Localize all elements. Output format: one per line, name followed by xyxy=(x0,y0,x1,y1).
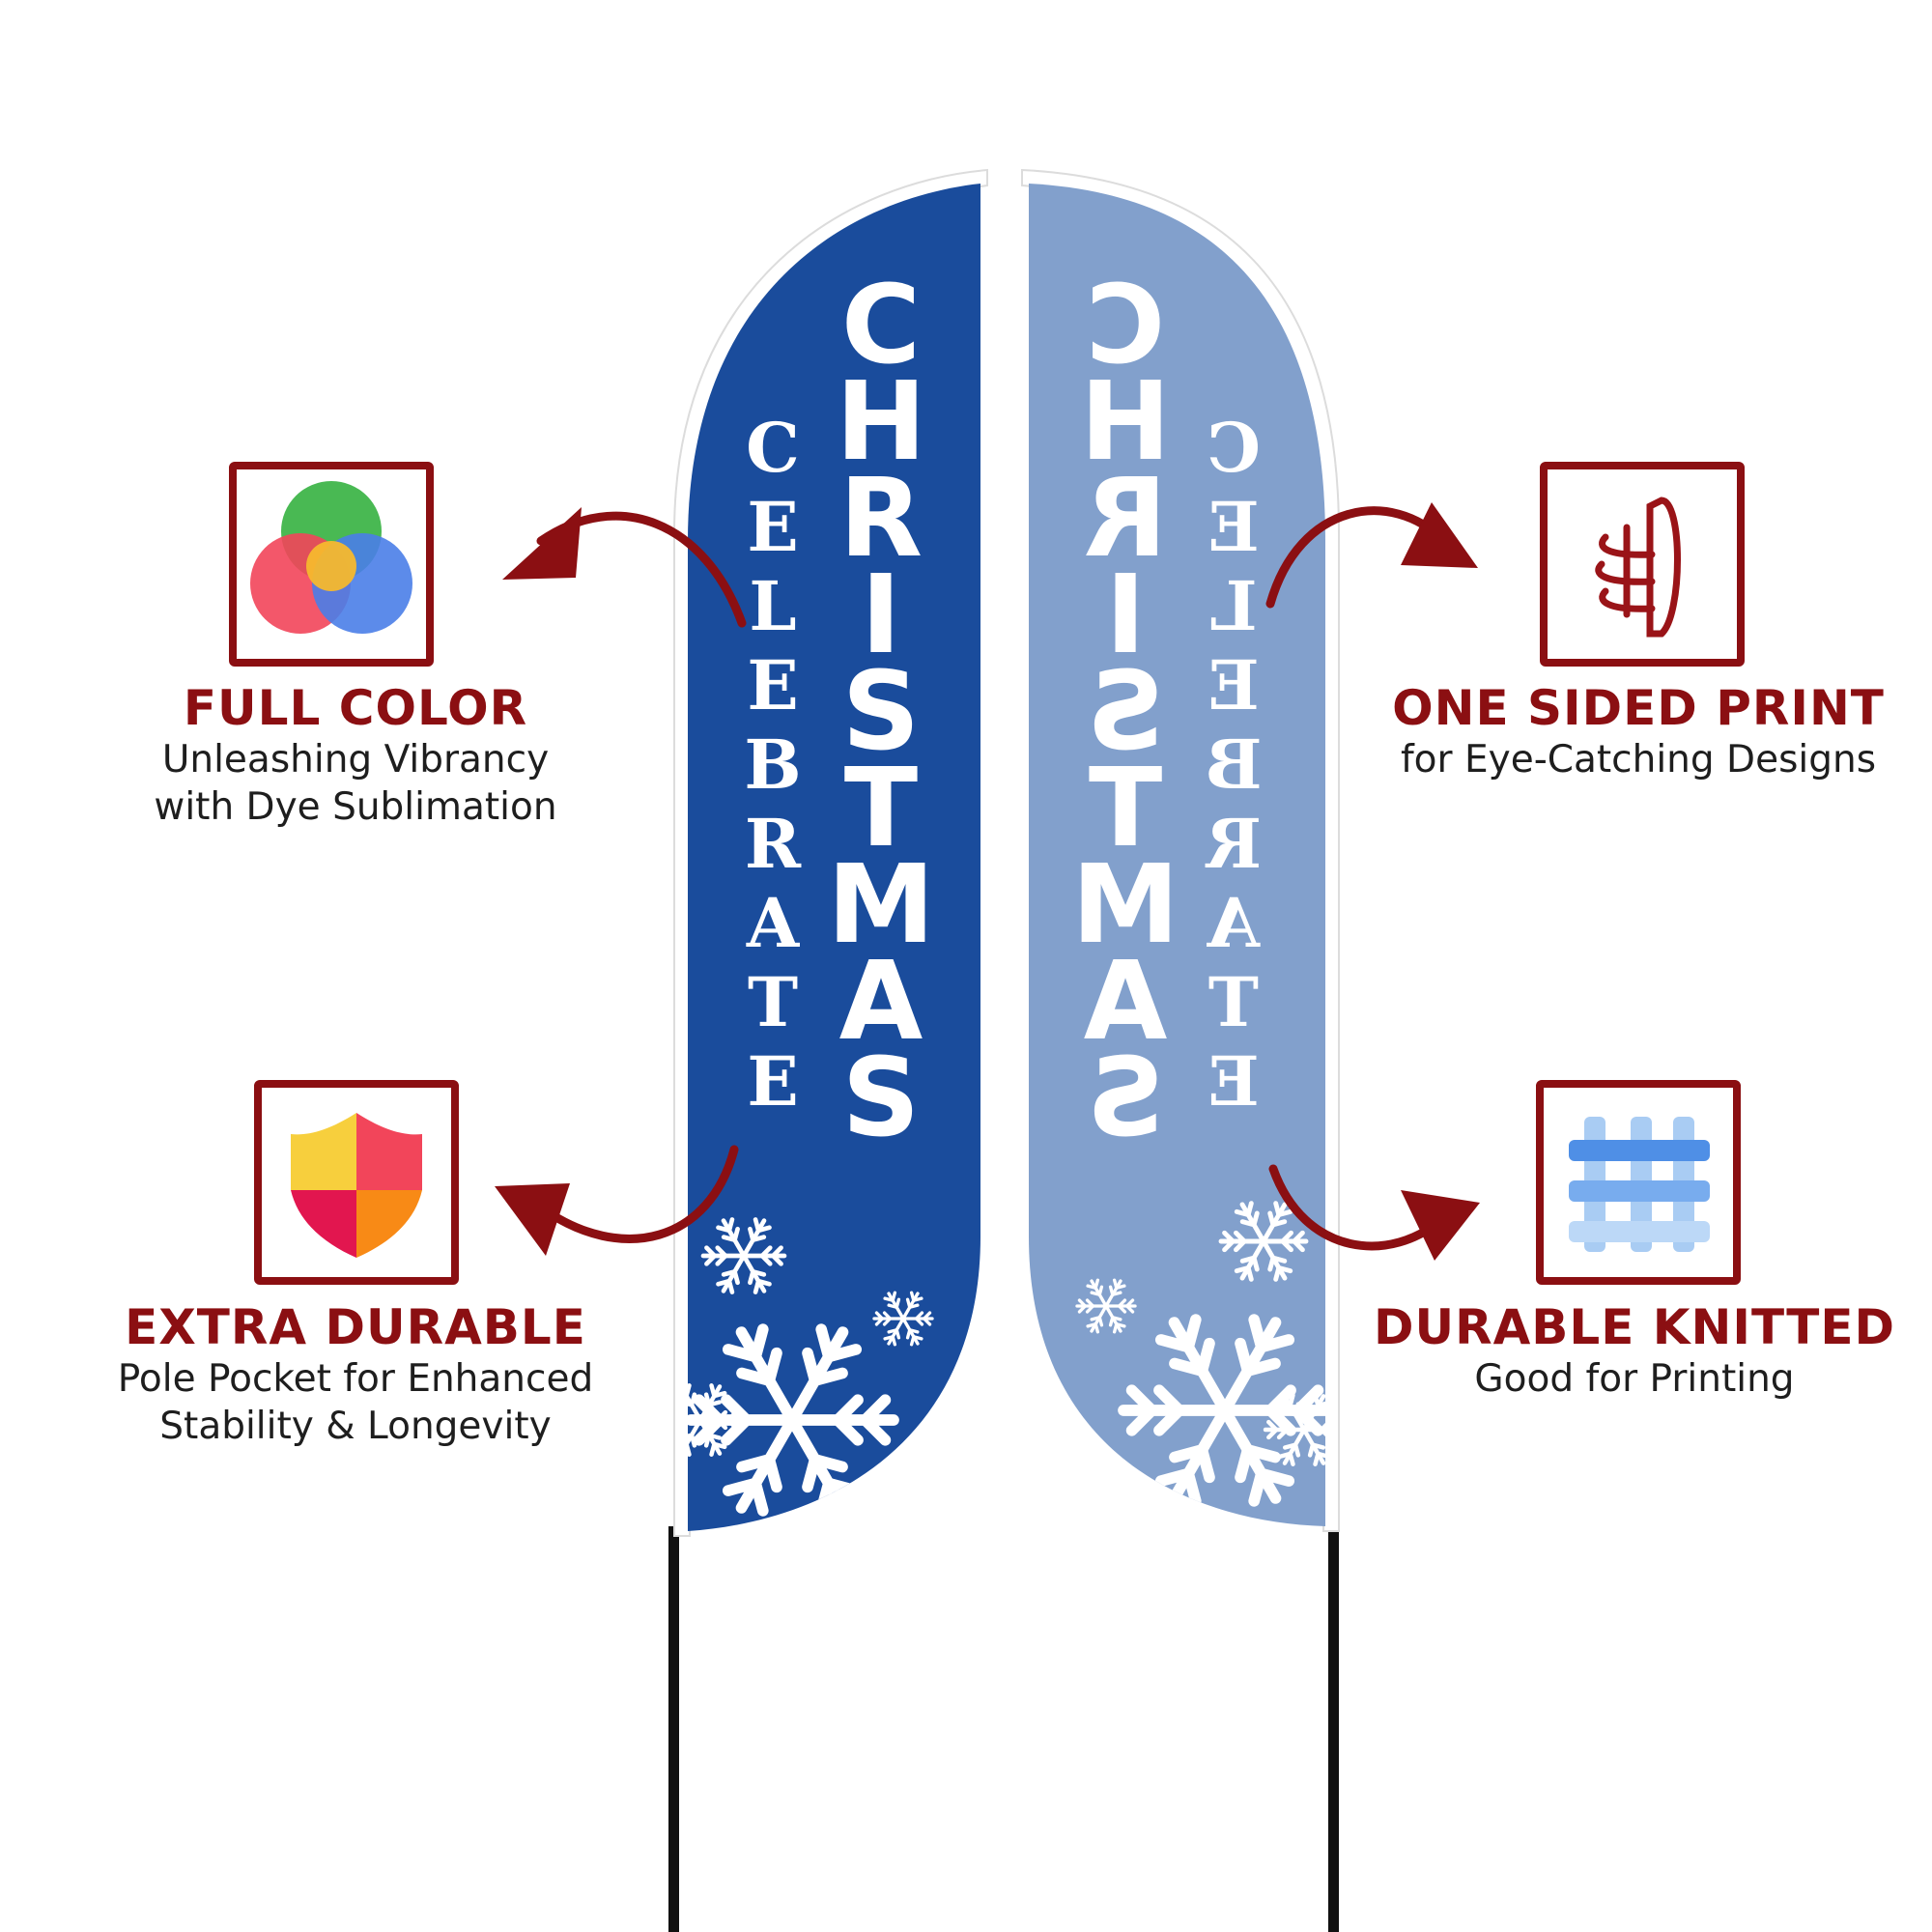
front-big-letter: A xyxy=(839,939,923,1065)
back-small-letter: T xyxy=(1208,962,1259,1042)
back-snowflakes xyxy=(1075,1201,1325,1507)
feature-description: Pole Pocket for Enhanced Stability & Lon… xyxy=(117,1357,594,1448)
front-small-letter: B xyxy=(744,724,801,805)
front-small-letter: R xyxy=(745,804,802,884)
feature-title: FULL COLOR xyxy=(183,680,528,736)
feature-description: Good for Printing xyxy=(1474,1357,1795,1401)
back-flag-body xyxy=(1029,184,1325,1526)
feature-description: Unleashing Vibrancy with Dye Sublimation xyxy=(154,738,557,829)
arrow-extra-durable xyxy=(536,1145,739,1243)
snowflake-icon xyxy=(1263,1393,1325,1466)
front-small-letter: E xyxy=(747,487,798,567)
back-small-letter: L xyxy=(1209,566,1257,646)
feature-title: EXTRA DURABLE xyxy=(125,1299,586,1355)
printing-spiral-icon xyxy=(1595,497,1681,638)
back-small-letter: E xyxy=(1208,487,1259,567)
snowflake-icon xyxy=(1075,1278,1137,1334)
back-big-letter: A xyxy=(1083,939,1167,1065)
front-small-letter: L xyxy=(749,566,796,646)
back-small-letter: E xyxy=(1208,645,1259,725)
front-big-letter: S xyxy=(842,649,921,775)
back-small-letter: C xyxy=(1207,408,1261,488)
feature-durable-knitted: DURABLE KNITTED Good for Printing xyxy=(1325,1299,1932,1403)
snowflake-icon xyxy=(872,1291,934,1347)
back-small-letter: E xyxy=(1208,1041,1259,1122)
back-small-letter: A xyxy=(1206,883,1261,963)
front-big-letter: I xyxy=(861,553,901,678)
back-big-letter: C xyxy=(1086,263,1165,388)
front-big-letter: M xyxy=(827,842,934,968)
arrow-extra-durable-head xyxy=(495,1183,570,1256)
back-small-letter: R xyxy=(1205,804,1262,884)
snowflake-icon xyxy=(1118,1314,1325,1507)
one-sided-icon-box xyxy=(1540,462,1745,667)
front-big-letter: R xyxy=(839,456,923,582)
back-big-letter: I xyxy=(1105,553,1146,678)
feature-extra-durable: EXTRA DURABLE Pole Pocket for Enhanced S… xyxy=(46,1299,665,1450)
extra-durable-icon-box xyxy=(254,1080,459,1285)
front-small-letter: C xyxy=(746,408,800,488)
back-big-letter: S xyxy=(1087,1036,1165,1161)
color-wheel-icon xyxy=(250,481,412,634)
feature-title: DURABLE KNITTED xyxy=(1373,1299,1896,1355)
snowflake-icon xyxy=(1218,1201,1309,1282)
front-big-letter: C xyxy=(841,263,921,388)
back-big-letter: S xyxy=(1087,649,1165,775)
back-big-letter: M xyxy=(1071,842,1179,968)
front-small-letter: E xyxy=(747,645,798,725)
snowflake-icon xyxy=(688,1383,742,1457)
snowflake-icon xyxy=(688,1323,899,1517)
back-big-letter: T xyxy=(1089,746,1162,871)
front-big-letter: H xyxy=(836,359,926,485)
front-big-letter: S xyxy=(842,1036,921,1161)
front-snowflakes xyxy=(688,1217,934,1517)
front-small-letter: T xyxy=(748,962,798,1042)
feature-one-sided-print: ONE SIDED PRINT for Eye-Catching Designs xyxy=(1329,680,1932,783)
feature-title: ONE SIDED PRINT xyxy=(1392,680,1885,736)
arrow-full-color-head xyxy=(502,507,582,580)
knitted-fabric-icon xyxy=(1569,1117,1710,1252)
feature-description: for Eye-Catching Designs xyxy=(1400,738,1877,781)
durable-knitted-icon-box xyxy=(1536,1080,1741,1285)
shield-icon xyxy=(291,1113,422,1258)
front-big-letter: T xyxy=(844,746,918,871)
full-color-icon-box xyxy=(229,462,434,667)
back-pole xyxy=(1328,1526,1339,1932)
back-small-letter: B xyxy=(1205,724,1262,805)
arrow-one-sided-head xyxy=(1401,502,1478,568)
back-big-letter: H xyxy=(1080,359,1171,485)
front-small-letter: E xyxy=(747,1041,798,1122)
arrow-durable-knitted-head xyxy=(1401,1190,1480,1261)
front-small-letter: A xyxy=(746,883,801,963)
front-flag-body xyxy=(688,184,980,1531)
front-pole xyxy=(668,1526,679,1932)
back-big-letter: R xyxy=(1084,456,1167,582)
snowflake-icon xyxy=(700,1217,787,1294)
feature-full-color: FULL COLOR Unleashing Vibrancy with Dye … xyxy=(46,680,665,831)
